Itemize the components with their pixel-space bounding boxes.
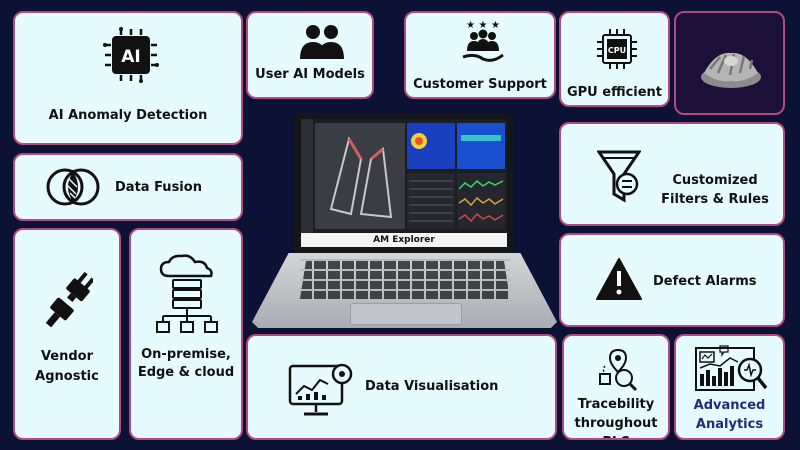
gpu-efficient-label: GPU efficient <box>566 85 663 100</box>
tile-customer-support: ★ ★ ★ Customer Support <box>404 11 556 99</box>
laptop-screenshot: AM Explorer <box>252 113 557 328</box>
on-premise-line2: Edge & cloud <box>137 365 235 380</box>
tile-defect-alarms: Defect Alarms <box>559 233 785 327</box>
analytics-dashboard-icon <box>694 344 768 396</box>
fusion-circles-icon <box>45 167 101 207</box>
laptop-bezel: AM Explorer <box>294 113 514 253</box>
am-explorer-brand: AM Explorer <box>301 233 507 247</box>
3d-printed-impeller-image <box>696 43 766 91</box>
plug-icon <box>43 268 93 334</box>
user-ai-models-label: User AI Models <box>255 67 365 82</box>
support-hand-stars-icon: ★ ★ ★ <box>461 19 505 67</box>
defect-alarms-label: Defect Alarms <box>653 274 757 289</box>
tile-traceability: Tracebility throughout PLC <box>562 334 670 440</box>
ai-anomaly-label: AI Anomaly Detection <box>48 108 208 123</box>
filters-label-line2: Filters & Rules <box>661 192 769 207</box>
advanced-analytics-line2: Analytics <box>695 417 764 432</box>
ai-chip-text: AI <box>121 47 140 67</box>
advanced-analytics-line1: Advanced <box>693 398 766 413</box>
ai-chip-icon: AI <box>103 27 159 83</box>
data-visualisation-label: Data Visualisation <box>365 379 499 394</box>
tile-ai-anomaly-detection: AI AI Anomaly Detection <box>13 11 243 145</box>
monitor-analytics-icon <box>288 362 356 420</box>
customer-support-label: Customer Support <box>413 77 547 92</box>
tile-vendor-agnostic: Vendor Agnostic <box>13 228 121 440</box>
data-fusion-label: Data Fusion <box>115 180 202 195</box>
cpu-chip-text: CPU <box>608 46 626 55</box>
laptop-trackpad <box>350 303 462 325</box>
tile-advanced-analytics: Advanced Analytics <box>674 334 785 440</box>
filters-label-line1: Customized <box>672 173 758 188</box>
tile-data-fusion: Data Fusion <box>13 153 243 221</box>
location-search-icon <box>596 348 640 392</box>
tile-gpu-efficient: CPU GPU efficient <box>559 11 670 107</box>
traceability-line2: throughout PLC <box>574 416 658 438</box>
warning-triangle-icon <box>595 257 643 301</box>
cloud-server-network-icon <box>155 254 219 334</box>
laptop-screen: AM Explorer <box>301 119 507 247</box>
vendor-agnostic-line1: Vendor <box>40 349 94 364</box>
filter-funnel-icon <box>597 150 641 204</box>
users-icon <box>298 23 346 63</box>
vendor-agnostic-line2: Agnostic <box>35 369 99 384</box>
svg-text:★ ★ ★: ★ ★ ★ <box>466 20 500 31</box>
tile-customized-filters: Customized Filters & Rules <box>559 122 785 226</box>
tile-part-image <box>674 11 785 115</box>
tile-data-visualisation: Data Visualisation <box>246 334 557 440</box>
on-premise-line1: On-premise, <box>141 347 231 362</box>
tile-on-premise: On-premise, Edge & cloud <box>129 228 243 440</box>
tile-user-ai-models: User AI Models <box>246 11 374 99</box>
traceability-line1: Tracebility <box>577 397 655 412</box>
cpu-chip-icon: CPU <box>597 29 637 69</box>
am-explorer-app-preview <box>301 119 507 233</box>
